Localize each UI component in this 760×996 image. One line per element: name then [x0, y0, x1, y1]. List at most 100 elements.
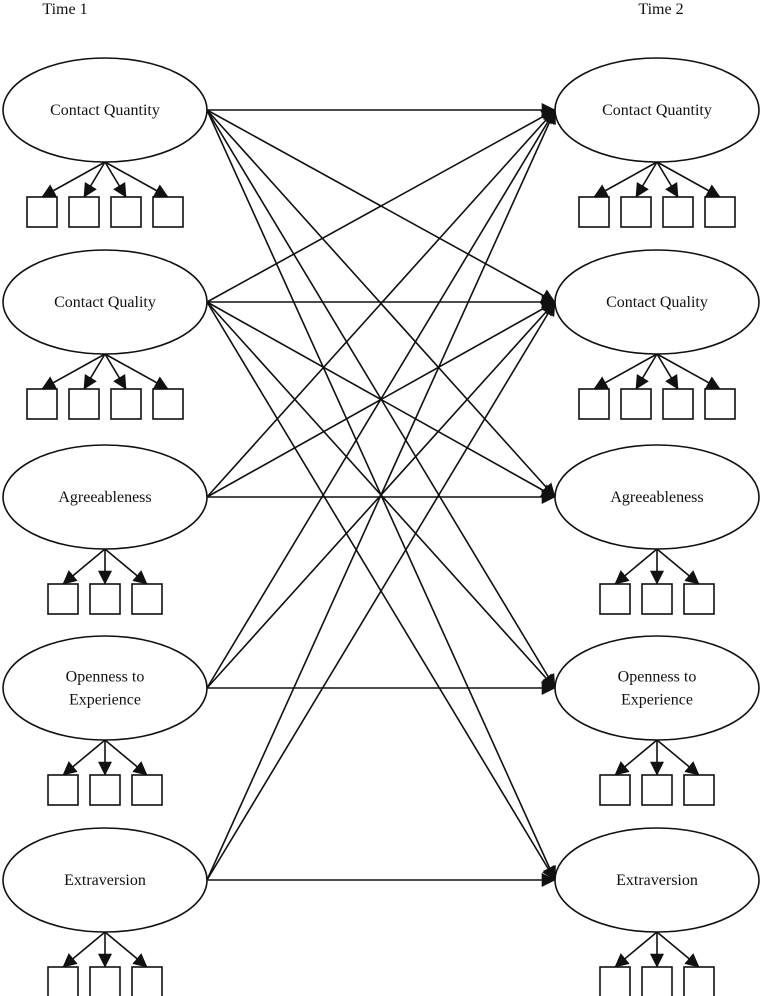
construct-label: Openness to — [66, 669, 145, 686]
loading-arrow — [41, 161, 106, 198]
loading-arrow — [593, 161, 658, 198]
loading-arrow — [614, 548, 658, 585]
indicator-box — [47, 774, 79, 806]
latent-ellipse — [2, 57, 208, 163]
construct-extra-time1: Extraversion — [2, 827, 208, 996]
path-extra-t1-to-cqual-t2 — [206, 301, 556, 881]
loading-arrow — [104, 161, 127, 198]
construct-label: Agreeableness — [610, 489, 703, 506]
loading-arrow — [614, 739, 658, 776]
indicator-box — [662, 388, 694, 420]
loading-arrow — [104, 739, 148, 776]
loading-arrow — [62, 548, 106, 585]
indicator-box — [131, 774, 163, 806]
indicator-box — [89, 583, 121, 615]
indicator-box — [68, 388, 100, 420]
construct-label: Contact Quantity — [602, 102, 712, 119]
construct-agree-time1: Agreeableness — [2, 444, 208, 615]
path-agree-t1-to-cquant-t2 — [206, 109, 556, 498]
indicator-box — [47, 583, 79, 615]
construct-label: Agreeableness — [58, 489, 151, 506]
construct-label: Openness to — [618, 669, 697, 686]
indicator-box — [599, 774, 631, 806]
indicator-box — [26, 388, 58, 420]
path-open-t1-to-cquant-t2 — [206, 109, 556, 689]
construct-open-time1: Openness to Experience — [2, 635, 208, 806]
latent-ellipse — [554, 249, 760, 355]
loading-arrow — [104, 931, 148, 968]
time-2-label: Time 2 — [638, 1, 683, 18]
construct-cqual-time2: Contact Quality — [554, 249, 760, 420]
latent-ellipse — [2, 827, 208, 933]
latent-constructs: Contact Quantity Contact QuantityContact … — [2, 57, 760, 996]
path-cqual-t1-to-cquant-t2 — [206, 109, 556, 303]
latent-ellipse — [554, 635, 760, 741]
indicator-box — [578, 196, 610, 228]
latent-ellipse — [554, 827, 760, 933]
loading-arrow — [635, 161, 658, 198]
construct-label: Contact Quality — [606, 294, 708, 311]
loading-arrow — [41, 353, 106, 390]
loading-arrow — [656, 353, 679, 390]
construct-label: Experience — [69, 692, 141, 709]
loading-arrow — [656, 739, 700, 776]
latent-ellipse — [554, 57, 760, 163]
construct-cquant-time1: Contact Quantity — [2, 57, 208, 228]
indicator-box — [110, 388, 142, 420]
loading-arrow — [62, 931, 106, 968]
loading-arrow — [104, 161, 169, 198]
indicator-box — [599, 583, 631, 615]
indicator-box — [89, 774, 121, 806]
construct-extra-time2: Extraversion — [554, 827, 760, 996]
structural-paths — [206, 103, 556, 887]
indicator-box — [641, 966, 673, 996]
construct-label: Contact Quantity — [50, 102, 160, 119]
loading-arrow — [656, 548, 700, 585]
indicator-box — [641, 774, 673, 806]
indicator-box — [620, 388, 652, 420]
indicator-box — [110, 196, 142, 228]
construct-label: Extraversion — [64, 872, 146, 889]
indicator-box — [620, 196, 652, 228]
indicator-box — [26, 196, 58, 228]
indicator-box — [662, 196, 694, 228]
time-1-label: Time 1 — [42, 1, 87, 18]
indicator-box — [131, 583, 163, 615]
loading-arrow — [62, 739, 106, 776]
indicator-box — [131, 966, 163, 996]
latent-ellipse — [554, 444, 760, 550]
loading-arrow — [656, 353, 721, 390]
loading-arrow — [593, 353, 658, 390]
loading-arrow — [635, 353, 658, 390]
latent-ellipse — [2, 249, 208, 355]
indicator-box — [47, 966, 79, 996]
indicator-box — [704, 196, 736, 228]
latent-ellipse — [2, 444, 208, 550]
indicator-box — [683, 966, 715, 996]
loading-arrow — [104, 353, 169, 390]
loading-arrow — [614, 931, 658, 968]
construct-cquant-time2: Contact Quantity — [554, 57, 760, 228]
construct-label: Extraversion — [616, 872, 698, 889]
loading-arrow — [104, 353, 127, 390]
loading-arrow — [656, 931, 700, 968]
indicator-box — [89, 966, 121, 996]
loading-arrow — [83, 353, 106, 390]
loading-arrow — [83, 161, 106, 198]
loading-arrow — [104, 548, 148, 585]
path-extra-t1-to-cquant-t2 — [206, 109, 556, 881]
indicator-box — [599, 966, 631, 996]
indicator-box — [152, 196, 184, 228]
indicator-box — [704, 388, 736, 420]
latent-ellipse — [2, 635, 208, 741]
indicator-box — [683, 583, 715, 615]
indicator-box — [683, 774, 715, 806]
construct-label: Contact Quality — [54, 294, 156, 311]
indicator-box — [641, 583, 673, 615]
construct-agree-time2: Agreeableness — [554, 444, 760, 615]
loading-arrow — [656, 161, 721, 198]
indicator-box — [68, 196, 100, 228]
indicator-box — [578, 388, 610, 420]
